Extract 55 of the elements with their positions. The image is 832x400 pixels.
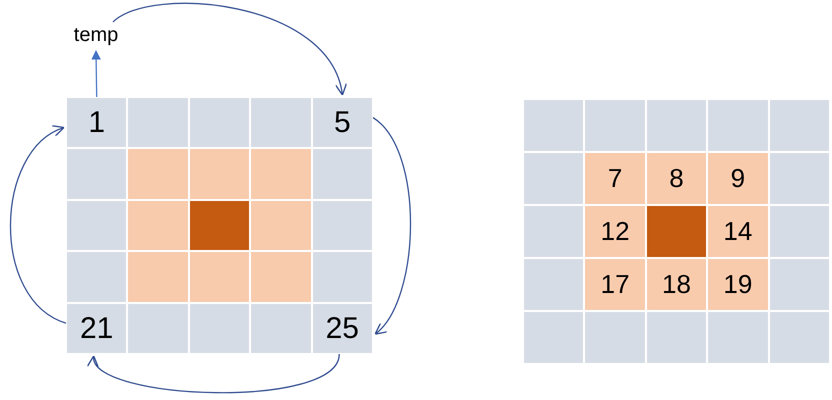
matrix-cell	[312, 252, 372, 302]
matrix-cell	[524, 153, 584, 204]
matrix-cell: 8	[646, 153, 706, 204]
matrix-cell	[128, 200, 188, 250]
matrix-cell	[251, 200, 311, 250]
matrix-cell: 19	[708, 259, 768, 310]
matrix-cell: 1	[67, 98, 126, 148]
matrix-cell	[312, 200, 372, 250]
matrix-cell	[770, 206, 829, 257]
matrix-cell	[524, 206, 584, 257]
arrow	[112, 2, 346, 96]
matrix-cell	[190, 200, 250, 250]
matrix-cell	[251, 98, 311, 148]
matrix-cell: 7	[585, 153, 645, 204]
matrix-cell	[524, 259, 584, 310]
arrow	[10, 126, 66, 324]
matrix-cell: 18	[646, 259, 706, 310]
matrix-cell	[524, 100, 584, 151]
matrix-cell	[585, 312, 645, 363]
arrow	[91, 50, 101, 98]
matrix-cell	[128, 98, 188, 148]
matrix-cell: 5	[312, 98, 372, 148]
matrix-cell	[67, 149, 126, 199]
matrix-cell	[770, 153, 829, 204]
matrix-cell	[312, 149, 372, 199]
matrix-cell	[190, 98, 250, 148]
matrix-cell	[128, 149, 188, 199]
matrix-cell	[708, 100, 768, 151]
matrix-cell	[251, 252, 311, 302]
matrix-cell	[770, 259, 829, 310]
matrix-cell	[67, 200, 126, 250]
matrix-cell	[646, 100, 706, 151]
matrix-cell	[524, 312, 584, 363]
matrix-cell	[190, 252, 250, 302]
arrow	[372, 117, 412, 335]
matrix-cell	[646, 206, 706, 257]
matrix-cell	[770, 100, 829, 151]
matrix-cell: 14	[708, 206, 768, 257]
matrix-cell	[646, 312, 706, 363]
matrix-cell	[128, 304, 188, 353]
matrix-cell	[190, 304, 250, 353]
matrix-cell: 17	[585, 259, 645, 310]
matrix-cell	[770, 312, 829, 363]
variable-label: temp	[62, 22, 130, 48]
matrix-cell	[190, 149, 250, 199]
matrix-cell	[67, 252, 126, 302]
matrix-cell	[251, 149, 311, 199]
matrix-cell: 9	[708, 153, 768, 204]
matrix-cell: 25	[312, 304, 372, 353]
matrix-cell	[585, 100, 645, 151]
matrix-cell: 21	[67, 304, 126, 353]
matrix-cell	[708, 312, 768, 363]
matrix-cell	[251, 304, 311, 353]
matrix-cell: 12	[585, 206, 645, 257]
matrix-cell	[128, 252, 188, 302]
